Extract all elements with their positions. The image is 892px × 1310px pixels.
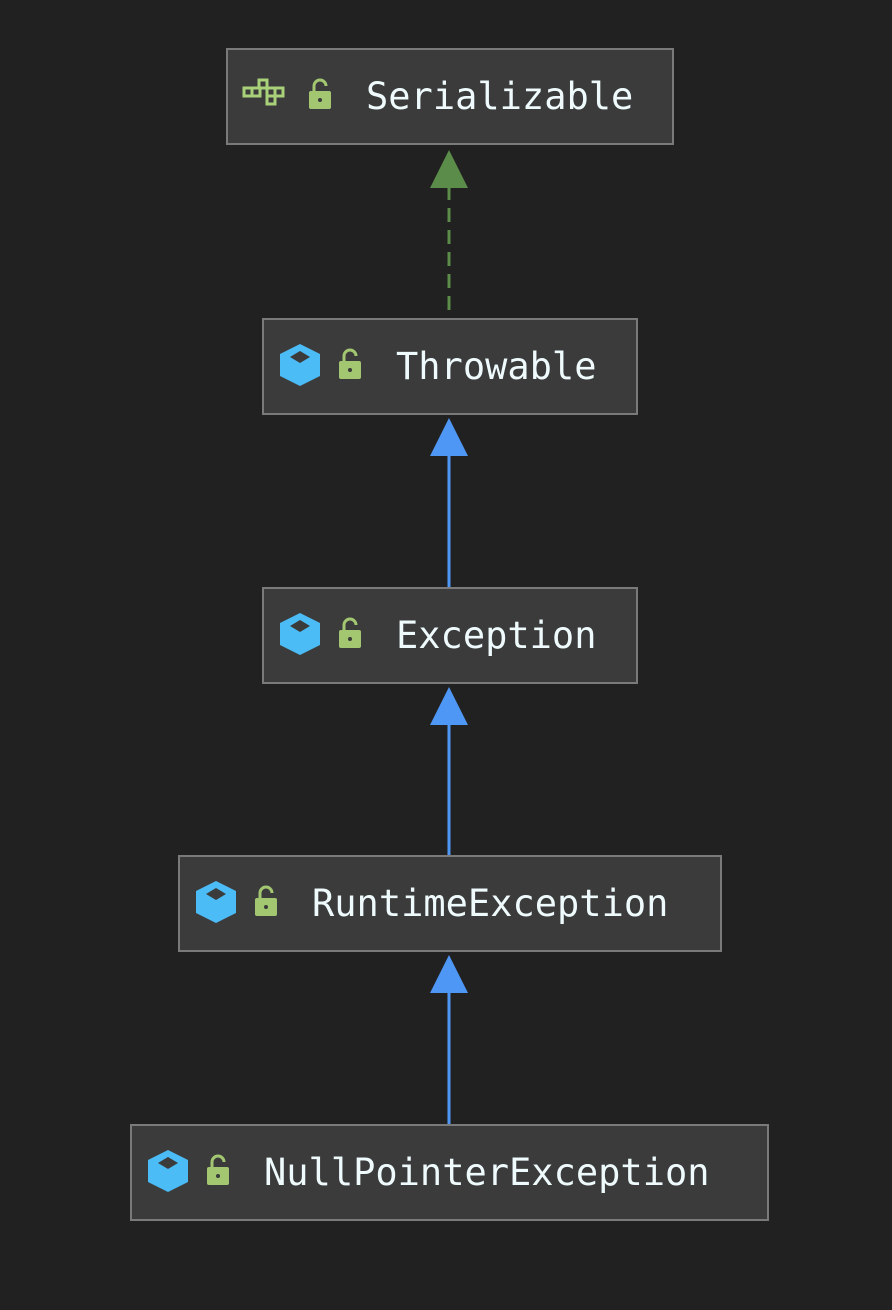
arrowhead-icon [430, 687, 468, 725]
node-serializable[interactable]: Serializable [226, 48, 674, 145]
lock-icon [306, 77, 334, 117]
class-icon [278, 342, 322, 392]
lock-icon [252, 884, 280, 924]
class-icon [278, 611, 322, 661]
node-runtimeexception[interactable]: RuntimeException [178, 855, 722, 952]
arrowhead-icon [430, 418, 468, 456]
node-throwable[interactable]: Throwable [262, 318, 638, 415]
arrowhead-icon [430, 955, 468, 993]
edge-throwable-implements-serializable [430, 150, 468, 318]
class-icon [146, 1148, 190, 1198]
lock-icon [336, 347, 364, 387]
arrowhead-icon [430, 150, 468, 188]
node-label: NullPointerException [264, 1151, 710, 1194]
node-label: RuntimeException [312, 882, 669, 925]
lock-icon [204, 1153, 232, 1193]
edge-runtimeexception-extends-exception [430, 687, 468, 855]
lock-icon [336, 616, 364, 656]
node-label: Serializable [366, 75, 634, 118]
edge-exception-extends-throwable [430, 418, 468, 587]
node-exception[interactable]: Exception [262, 587, 638, 684]
node-nullpointerexception[interactable]: NullPointerException [130, 1124, 769, 1221]
interface-icon [242, 77, 292, 117]
class-icon [194, 879, 238, 929]
node-label: Exception [396, 614, 597, 657]
edge-npe-extends-runtimeexception [430, 955, 468, 1124]
node-label: Throwable [396, 345, 597, 388]
